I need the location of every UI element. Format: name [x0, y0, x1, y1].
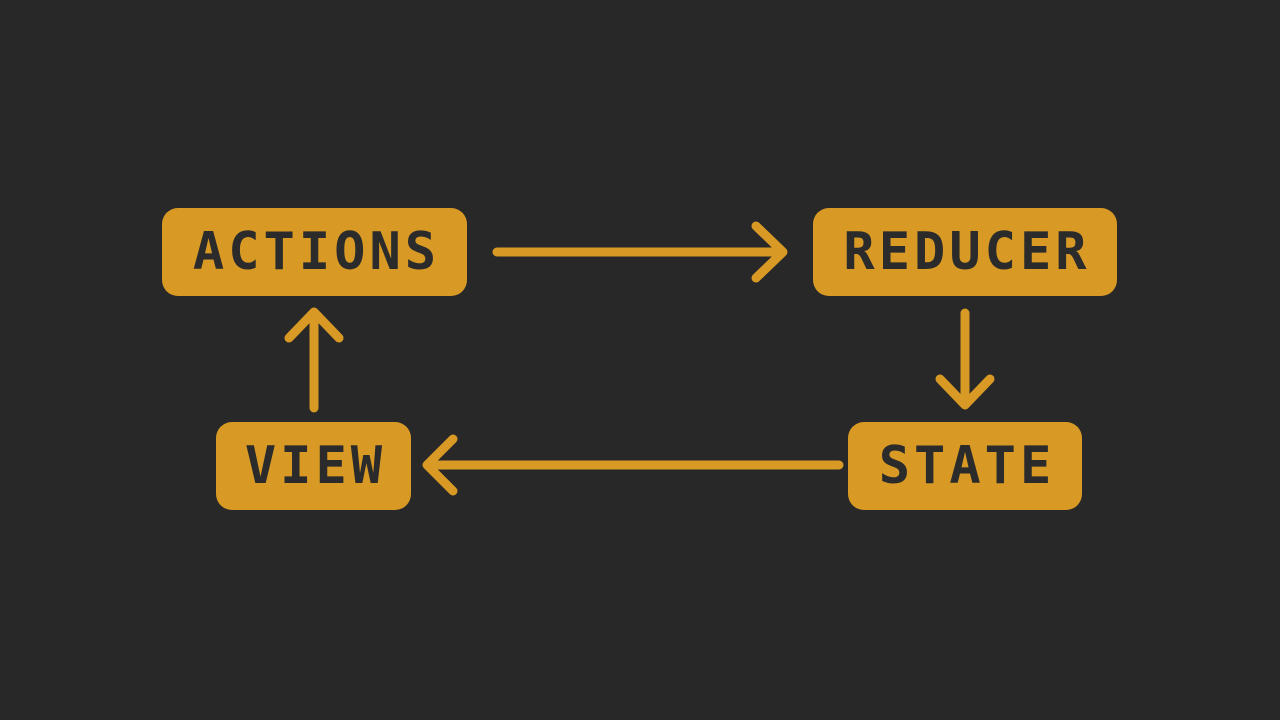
node-view: VIEW — [216, 422, 411, 510]
arrow-view-to-actions — [284, 307, 344, 413]
node-reducer-label: REDUCER — [843, 222, 1091, 282]
arrow-actions-to-reducer — [492, 221, 788, 283]
node-state-label: STATE — [878, 436, 1056, 496]
node-state: STATE — [848, 422, 1082, 510]
node-actions-label: ACTIONS — [192, 222, 441, 282]
arrow-state-to-view — [422, 434, 844, 496]
node-reducer: REDUCER — [813, 208, 1117, 296]
node-view-label: VIEW — [244, 436, 387, 496]
node-actions: ACTIONS — [162, 208, 467, 296]
arrow-reducer-to-state — [935, 308, 995, 410]
